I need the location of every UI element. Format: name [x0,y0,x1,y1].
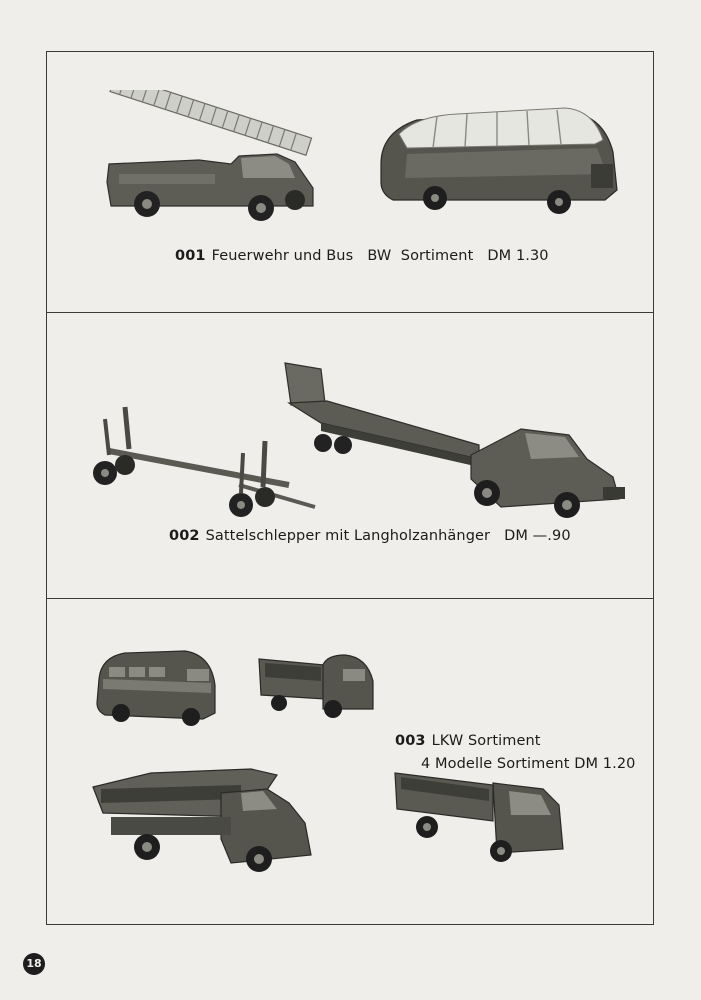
bus-icon [380,107,618,214]
item-price: DM 1.30 [487,248,549,264]
item-detail: BW Sortiment [367,248,474,264]
item-title: Feuerwehr und Bus [211,248,354,264]
caption-003-line2: 4 Modelle Sortiment DM 1.20 [421,756,636,772]
item-number: 003 [395,733,426,749]
vw-pickup-icon [258,654,374,718]
fire-ladder-truck-icon [106,90,314,221]
page-number: 18 [23,953,45,975]
section-001: 001 Feuerwehr und Bus BW Sortiment DM 1.30 [47,52,653,313]
item-price: DM —.90 [504,528,571,544]
logging-trailer-icon [93,406,316,517]
flatbed-truck-icon [394,772,564,862]
dump-truck-icon [92,768,312,872]
section-002: 002 Sattelschlepper mit Langholzanhänger D… [47,313,653,599]
vw-van-icon [96,650,216,726]
item-number: 001 [175,248,206,264]
caption-002: 002 Sattelschlepper mit Langholzanhänger D… [169,528,571,544]
caption-003: 003 LKW Sortiment [395,733,541,749]
caption-001: 001 Feuerwehr und Bus BW Sortiment DM 1.30 [175,248,549,264]
item-title: Sattelschlepper mit Langholzanhänger [205,528,491,544]
semi-truck-flatbed-icon [284,362,625,518]
item-number: 002 [169,528,200,544]
section-003: 003 LKW Sortiment 4 Modelle Sortiment DM … [47,599,653,924]
item-title: LKW Sortiment [431,733,541,749]
catalog-frame: 001 Feuerwehr und Bus BW Sortiment DM 1.30 [46,51,654,925]
